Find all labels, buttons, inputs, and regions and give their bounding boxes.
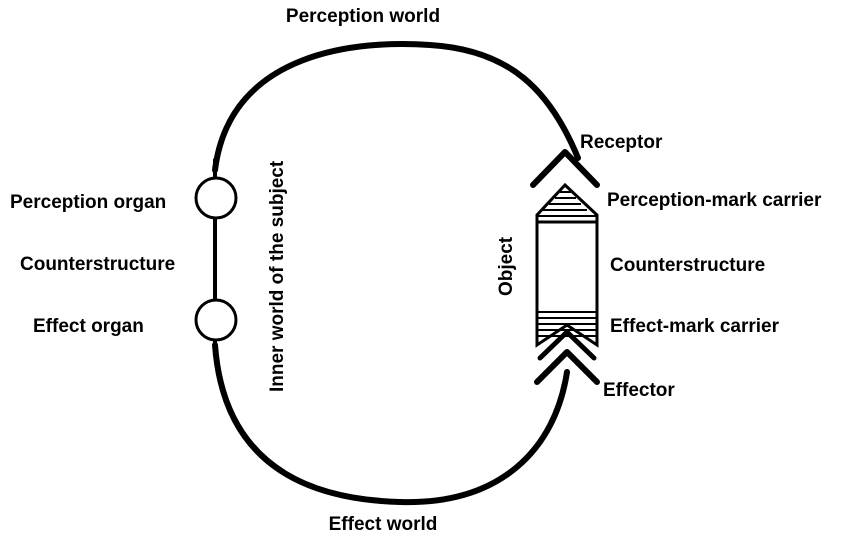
effect-world-arc (212, 342, 570, 506)
effector-chevron-inner (537, 329, 597, 361)
inner-world-label: Inner world of the subject (267, 160, 288, 392)
perception-world-arc (212, 41, 581, 173)
perception-mark-stripes (538, 191, 596, 217)
effect-world-label: Effect world (329, 514, 438, 535)
perception-world-label: Perception world (286, 6, 440, 27)
effect-organ-circle (194, 298, 238, 342)
perception-mark-carrier-label: Perception-mark carrier (607, 190, 822, 211)
receptor-label: Receptor (580, 132, 663, 153)
receptor-chevron (530, 149, 600, 188)
effector-label: Effector (603, 380, 675, 401)
perception-organ-label: Perception organ (10, 192, 166, 213)
object-label: Object (496, 236, 517, 296)
effector-chevron-outer (534, 349, 600, 385)
effect-mark-carrier-label: Effect-mark carrier (610, 316, 780, 337)
subject-counterstructure-label: Counterstructure (20, 254, 175, 275)
effect-organ-label: Effect organ (33, 316, 144, 337)
object-counterstructure-label: Counterstructure (610, 255, 765, 276)
perception-organ-circle (194, 176, 238, 220)
